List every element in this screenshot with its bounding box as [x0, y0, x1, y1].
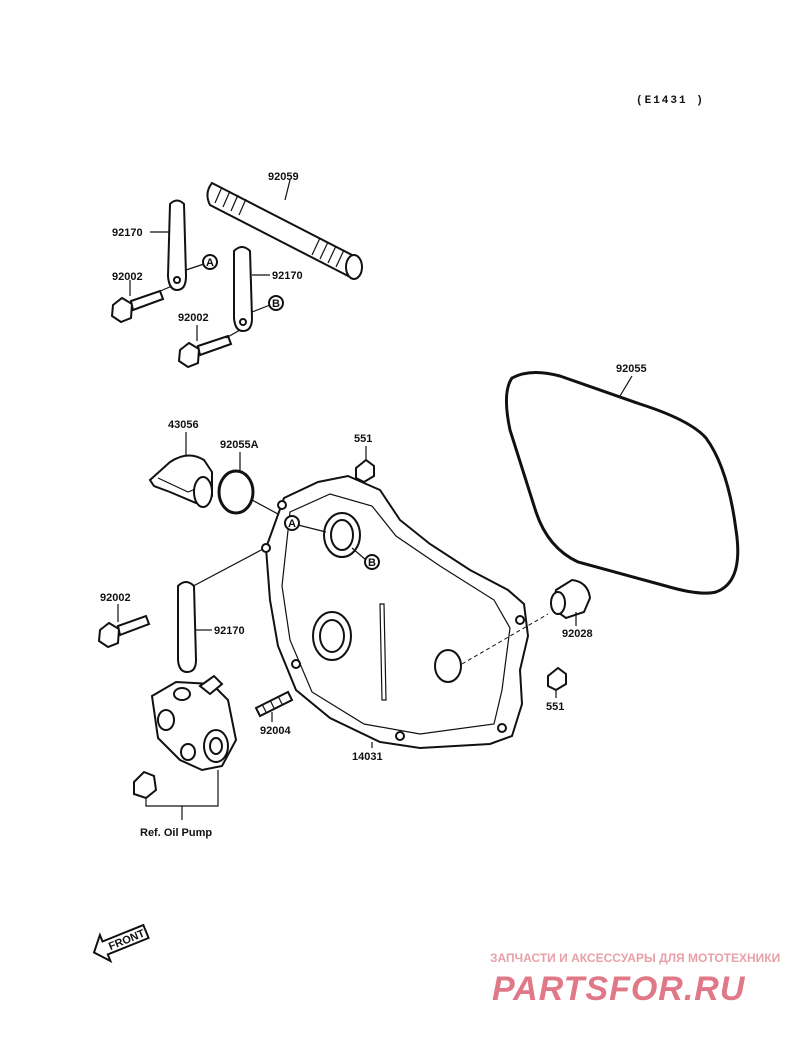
bracket-92170-middle-shape [233, 246, 284, 333]
part-label-92059: 92059 [268, 171, 299, 183]
part-label-14031: 14031 [352, 751, 383, 763]
bracket-92170-upper-shape [150, 199, 218, 292]
callout-b-cover: B [368, 557, 376, 569]
part-label-43056: 43056 [168, 419, 199, 431]
bushing-92028-shape [550, 578, 592, 626]
watermark-brand: PARTSFOR.RU [492, 970, 746, 1008]
cover-14031-shape [261, 474, 549, 750]
part-label-92055a: 92055A [220, 439, 259, 451]
bolt-92002-middle-shape [177, 325, 241, 369]
bolt-92002-upper-shape [110, 280, 173, 324]
part-label-551-upper: 551 [354, 433, 372, 445]
stud-92004-shape [254, 690, 294, 722]
gasket-92055-shape [505, 371, 740, 595]
pin-551-lower-shape [547, 666, 567, 698]
part-label-551-lower: 551 [546, 701, 564, 713]
bolt-92002-lower-shape [97, 604, 151, 649]
watermark-tagline: ЗАПЧАСТИ И АКСЕССУАРЫ ДЛЯ МОТОТЕХНИКИ [490, 951, 780, 965]
part-label-92055: 92055 [616, 363, 647, 375]
part-label-92170-upper: 92170 [112, 227, 143, 239]
pipe-92059-shape [206, 179, 363, 280]
part-label-92170-middle: 92170 [272, 270, 303, 282]
callout-a-cover: A [288, 518, 296, 530]
front-arrow-icon: FRONT [92, 923, 150, 964]
callout-b-upper: B [272, 298, 280, 310]
pin-551-upper-shape [355, 446, 375, 484]
callout-a-upper: A [206, 257, 214, 269]
part-label-92002-upper: 92002 [112, 271, 143, 283]
reference-code: (E1431 ) [636, 95, 705, 107]
cap-43056-shape [148, 432, 213, 508]
oil-pump-shape [133, 674, 238, 820]
part-label-92002-lower: 92002 [100, 592, 131, 604]
part-label-92004: 92004 [260, 725, 291, 737]
part-label-92028: 92028 [562, 628, 593, 640]
oring-92055a-shape [217, 452, 255, 515]
part-label-92170-lower: 92170 [214, 625, 245, 637]
bracket-92170-lower-shape [177, 581, 212, 674]
part-label-92002-middle: 92002 [178, 312, 209, 324]
oil-pump-label: Ref. Oil Pump [140, 827, 212, 839]
